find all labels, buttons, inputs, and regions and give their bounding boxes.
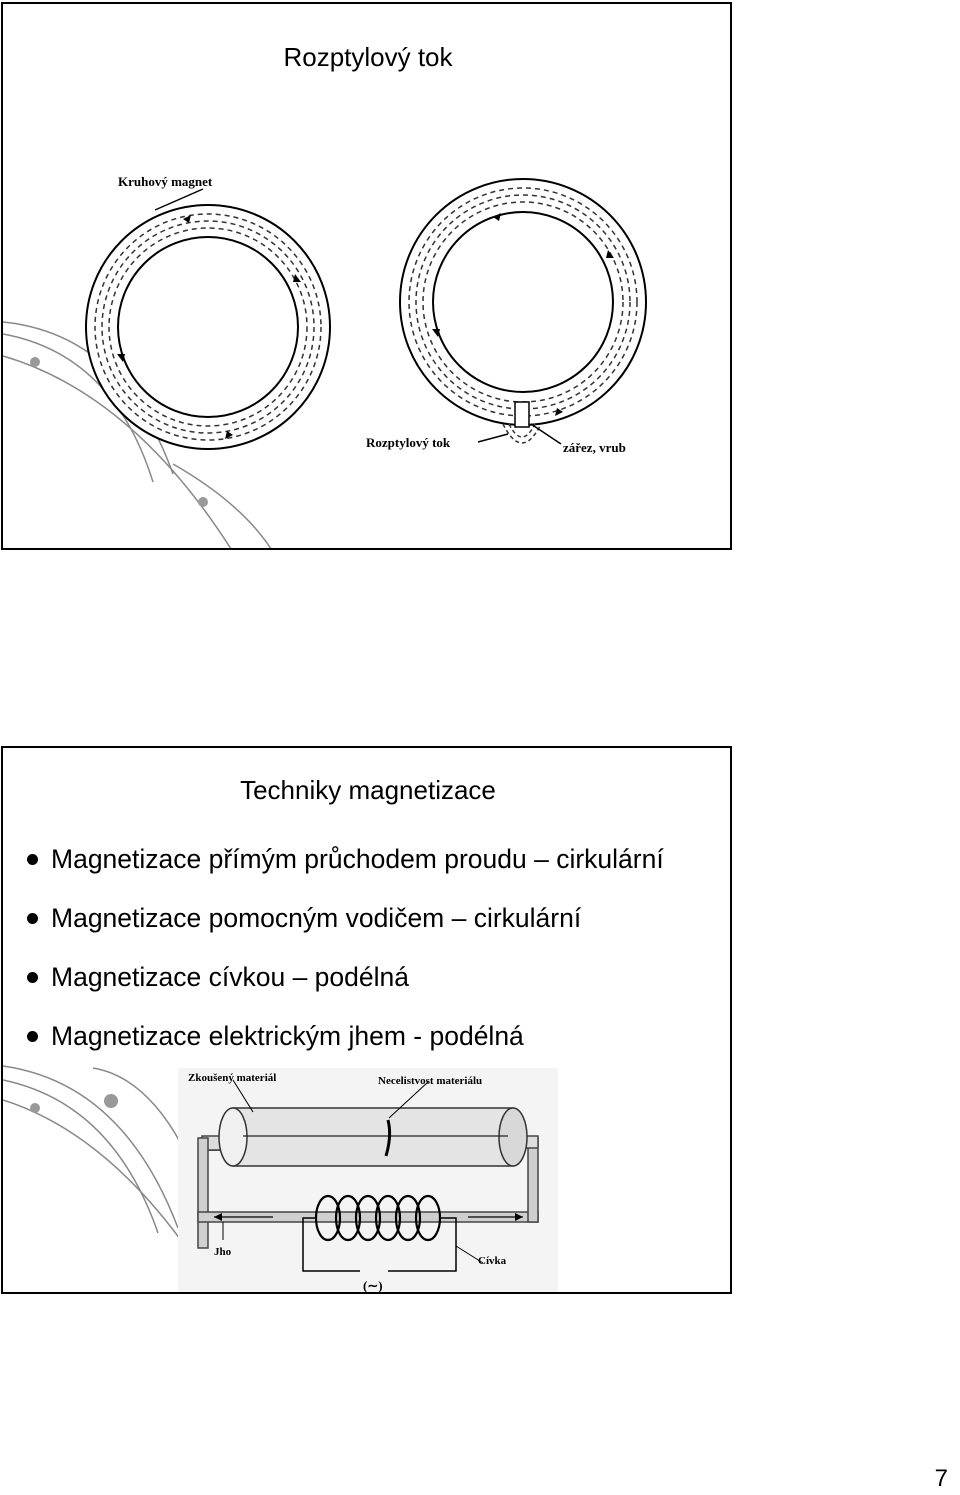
bullet-list: Magnetizace přímým průchodem proudu – ci… bbox=[27, 844, 664, 1080]
bullet-item: Magnetizace pomocným vodičem – cirkulárn… bbox=[27, 903, 664, 933]
bullet-item: Magnetizace cívkou – podélná bbox=[27, 962, 664, 992]
label-tested-material: Zkoušený materiál bbox=[188, 1072, 276, 1084]
ring-magnet-figure: Kruhový magnet Rozptylový tok zářez, vru… bbox=[85, 174, 647, 455]
slide-title: Techniky magnetizace bbox=[240, 775, 496, 805]
label-ac-source: (∼) bbox=[363, 1278, 383, 1293]
label-ring-magnet: Kruhový magnet bbox=[118, 174, 213, 189]
bullet-text: Magnetizace elektrickým jhem - podélná bbox=[51, 1021, 524, 1051]
bullet-item: Magnetizace přímým průchodem proudu – ci… bbox=[27, 844, 664, 874]
bullet-dot-icon bbox=[27, 972, 38, 983]
slide-magnetization-techniques: Techniky magnetizace Magnetizace přímým … bbox=[1, 746, 732, 1294]
bullet-item: Magnetizace elektrickým jhem - podélná bbox=[27, 1021, 664, 1051]
bullet-dot-icon bbox=[27, 913, 38, 924]
label-notch: zářez, vrub bbox=[563, 440, 626, 455]
yoke-magnetization-figure: Zkoušený materiál Necelistvost materiálu… bbox=[178, 1068, 558, 1293]
bullet-text: Magnetizace cívkou – podélná bbox=[51, 962, 409, 992]
slide-leakage-flux: Rozptylový tok bbox=[1, 2, 732, 550]
bullet-text: Magnetizace přímým průchodem proudu – ci… bbox=[51, 844, 664, 874]
label-coil: Cívka bbox=[478, 1255, 507, 1267]
label-yoke: Jho bbox=[214, 1246, 232, 1258]
bullet-dot-icon bbox=[27, 854, 38, 865]
ring-magnet-left bbox=[85, 204, 331, 450]
ring-magnet-right bbox=[399, 178, 647, 444]
page-number: 7 bbox=[934, 1465, 948, 1492]
label-leakage-flux: Rozptylový tok bbox=[366, 435, 451, 450]
slide-title: Rozptylový tok bbox=[283, 42, 453, 72]
label-discontinuity: Necelistvost materiálu bbox=[378, 1075, 482, 1087]
bullet-text: Magnetizace pomocným vodičem – cirkulárn… bbox=[51, 903, 582, 933]
bullet-dot-icon bbox=[27, 1031, 38, 1042]
